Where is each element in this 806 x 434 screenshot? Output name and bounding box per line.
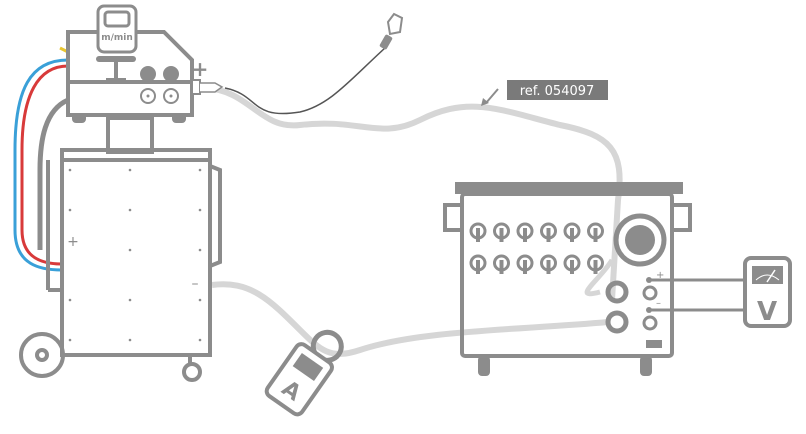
display-unit-label: m/min [101,33,133,43]
reference-cable [204,85,623,301]
mains-cable [224,47,386,115]
drive-rollers-icon [140,66,179,104]
load-switch-pointer [476,260,480,274]
svg-text:ref. 054097: ref. 054097 [520,84,595,99]
load-switch-pointer [570,260,574,274]
welding-generator: + – [19,148,222,382]
voltmeter: V [743,256,792,328]
main-dial [613,213,667,267]
coolant-hoses [13,46,70,272]
torch-connector [191,79,201,95]
rear-wheel [19,332,65,378]
load-bank: + – [443,182,692,376]
load-switch-pointer [523,228,527,242]
generator-plus-sign: + [67,234,79,250]
load-switch-pointer [499,228,504,242]
front-wheel [182,362,202,382]
earth-cable [211,258,615,357]
cable-reference-label: ref. 054097 [481,80,608,106]
load-switch-pointer [570,228,574,242]
feeder-stand [106,116,154,154]
minus-jack [605,310,629,334]
load-minus-sign: – [656,298,661,309]
clamp-ammeter: A [264,329,344,417]
voltmeter-leads [649,278,745,312]
load-switch-pointer [499,260,504,274]
load-switches [469,222,604,274]
speed-display: m/min [96,4,138,54]
feeder-plus-sign: + [192,57,209,81]
load-switch-pointer [546,228,551,242]
load-switch-pointer [546,260,551,274]
plus-jack [605,280,629,304]
load-plus-sign: + [656,270,664,281]
load-switch-pointer [523,260,527,274]
load-switch-pointer [593,260,598,274]
wire-feeder: m/min + [66,4,224,123]
load-switch-pointer [593,228,598,242]
voltmeter-symbol: V [757,297,777,327]
generator-minus-sign: – [192,276,199,292]
load-switch-pointer [476,228,480,242]
mains-plug-icon [379,12,404,50]
